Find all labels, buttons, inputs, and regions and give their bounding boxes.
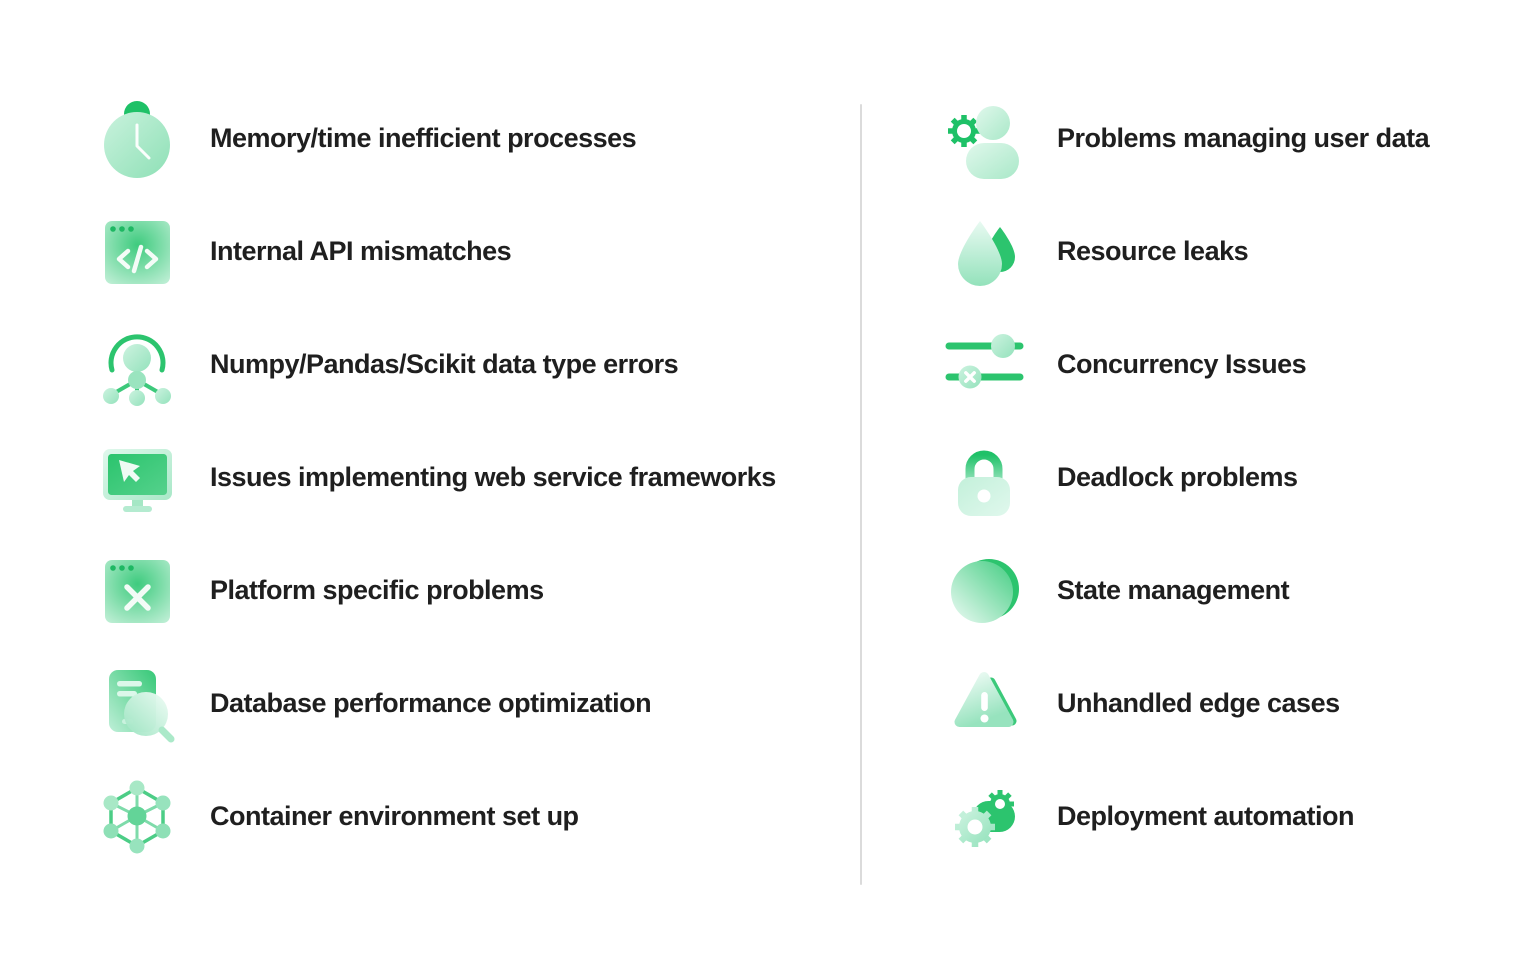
item-label: Internal API mismatches	[210, 236, 512, 266]
database-search-icon	[96, 662, 179, 745]
sliders-icon	[943, 323, 1026, 406]
list-item: Numpy/Pandas/Scikit data type errors	[96, 308, 776, 421]
item-label: Memory/time inefficient processes	[210, 123, 637, 153]
monitor-cursor-icon	[96, 436, 179, 519]
item-label: Database performance optimization	[210, 688, 652, 718]
list-item: State management	[943, 534, 1429, 647]
list-item: Concurrency Issues	[943, 308, 1429, 421]
right-column: Problems managing user data Resource lea…	[943, 82, 1430, 873]
warning-triangle-icon	[943, 662, 1026, 745]
left-column: Memory/time inefficient processes Intern…	[96, 82, 776, 873]
code-window-icon	[96, 210, 179, 293]
user-gear-icon	[943, 97, 1026, 180]
item-label: Problems managing user data	[1057, 123, 1430, 153]
item-label: Issues implementing web service framewor…	[210, 462, 776, 492]
list-item: Memory/time inefficient processes	[96, 82, 776, 195]
window-error-icon	[96, 549, 179, 632]
item-label: Numpy/Pandas/Scikit data type errors	[210, 349, 679, 379]
item-label: Deployment automation	[1057, 801, 1355, 831]
column-divider	[860, 104, 862, 885]
item-label: Concurrency Issues	[1057, 349, 1307, 379]
list-item: Deployment automation	[943, 760, 1429, 873]
container-network-icon	[96, 775, 179, 858]
list-item: Problems managing user data	[943, 82, 1430, 195]
water-drops-icon	[943, 210, 1026, 293]
item-label: Container environment set up	[210, 801, 579, 831]
user-hierarchy-icon	[96, 323, 179, 406]
list-item: Resource leaks	[943, 195, 1429, 308]
item-label: State management	[1057, 575, 1290, 605]
list-item: Container environment set up	[96, 760, 776, 873]
gears-icon	[943, 775, 1026, 858]
item-label: Deadlock problems	[1057, 462, 1298, 492]
list-item: Unhandled edge cases	[943, 647, 1429, 760]
list-item: Database performance optimization	[96, 647, 776, 760]
item-label: Platform specific problems	[210, 575, 544, 605]
clock-icon	[96, 97, 179, 180]
list-item: Deadlock problems	[943, 421, 1429, 534]
pie-circle-icon	[943, 549, 1026, 632]
list-item: Internal API mismatches	[96, 195, 776, 308]
list-item: Issues implementing web service framewor…	[96, 421, 776, 534]
lock-icon	[943, 436, 1026, 519]
item-label: Unhandled edge cases	[1057, 688, 1340, 718]
item-label: Resource leaks	[1057, 236, 1249, 266]
list-item: Platform specific problems	[96, 534, 776, 647]
